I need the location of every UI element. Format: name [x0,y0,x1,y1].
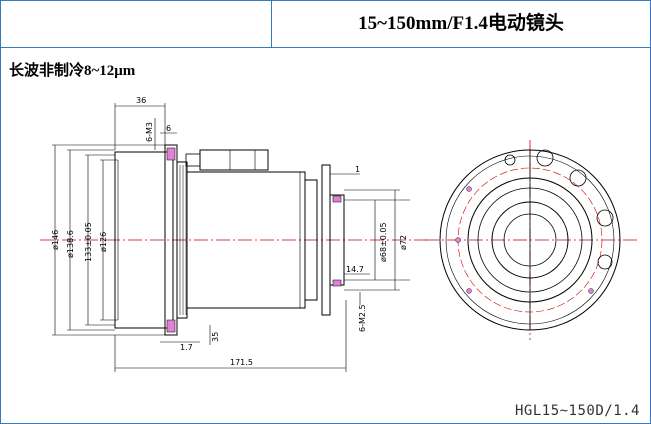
dim-m2-5: 6-M2.5 [358,304,367,332]
m3-screw-bottom [166,319,176,333]
dim-35: 35 [211,332,220,342]
dim-phi146: ø146 [51,230,60,250]
focus-ring-ribs [179,165,187,315]
page-title: 15~150mm/F1.4电动镜头 [358,13,564,34]
motor-gear-cluster [504,149,614,270]
dim-phi72: ø72 [399,235,408,250]
dim-phi68: ø68±0.05 [379,222,388,262]
dim-1-7: 1.7 [180,343,193,352]
dim-m3: 6-M3 [145,122,154,142]
motor-gear [185,153,201,167]
side-view: ø146 ø138.6 133±0.05 ø126 36 6-M3 6 1 ø6… [40,96,430,372]
rear-step [304,179,318,301]
diameter-dimension-lines [52,144,165,336]
front-screws [455,186,594,294]
dim-1: 1 [355,165,360,174]
dim-14-7: 14.7 [346,265,364,274]
front-view [425,140,640,340]
dim-phi126: ø126 [99,232,108,252]
title-block: 15~150mm/F1.4电动镜头 [1,1,650,48]
dim-6: 6 [166,124,171,133]
motor-housing [199,149,269,171]
m3-screw-top [166,147,176,161]
dim-133: 133±0.05 [84,222,93,262]
model-number: HGL15~150D/1.4 [514,403,640,419]
spectral-band-label: 长波非制冷8~12μm [9,63,136,79]
m25-screw-top [332,195,342,203]
dim-171-5: 171.5 [230,358,253,367]
dim-phi138: ø138.6 [66,230,75,258]
front-barrel [114,151,174,329]
m25-screw-bottom [332,279,342,287]
dim-36: 36 [136,96,146,105]
title-block-left-cell [1,1,272,47]
